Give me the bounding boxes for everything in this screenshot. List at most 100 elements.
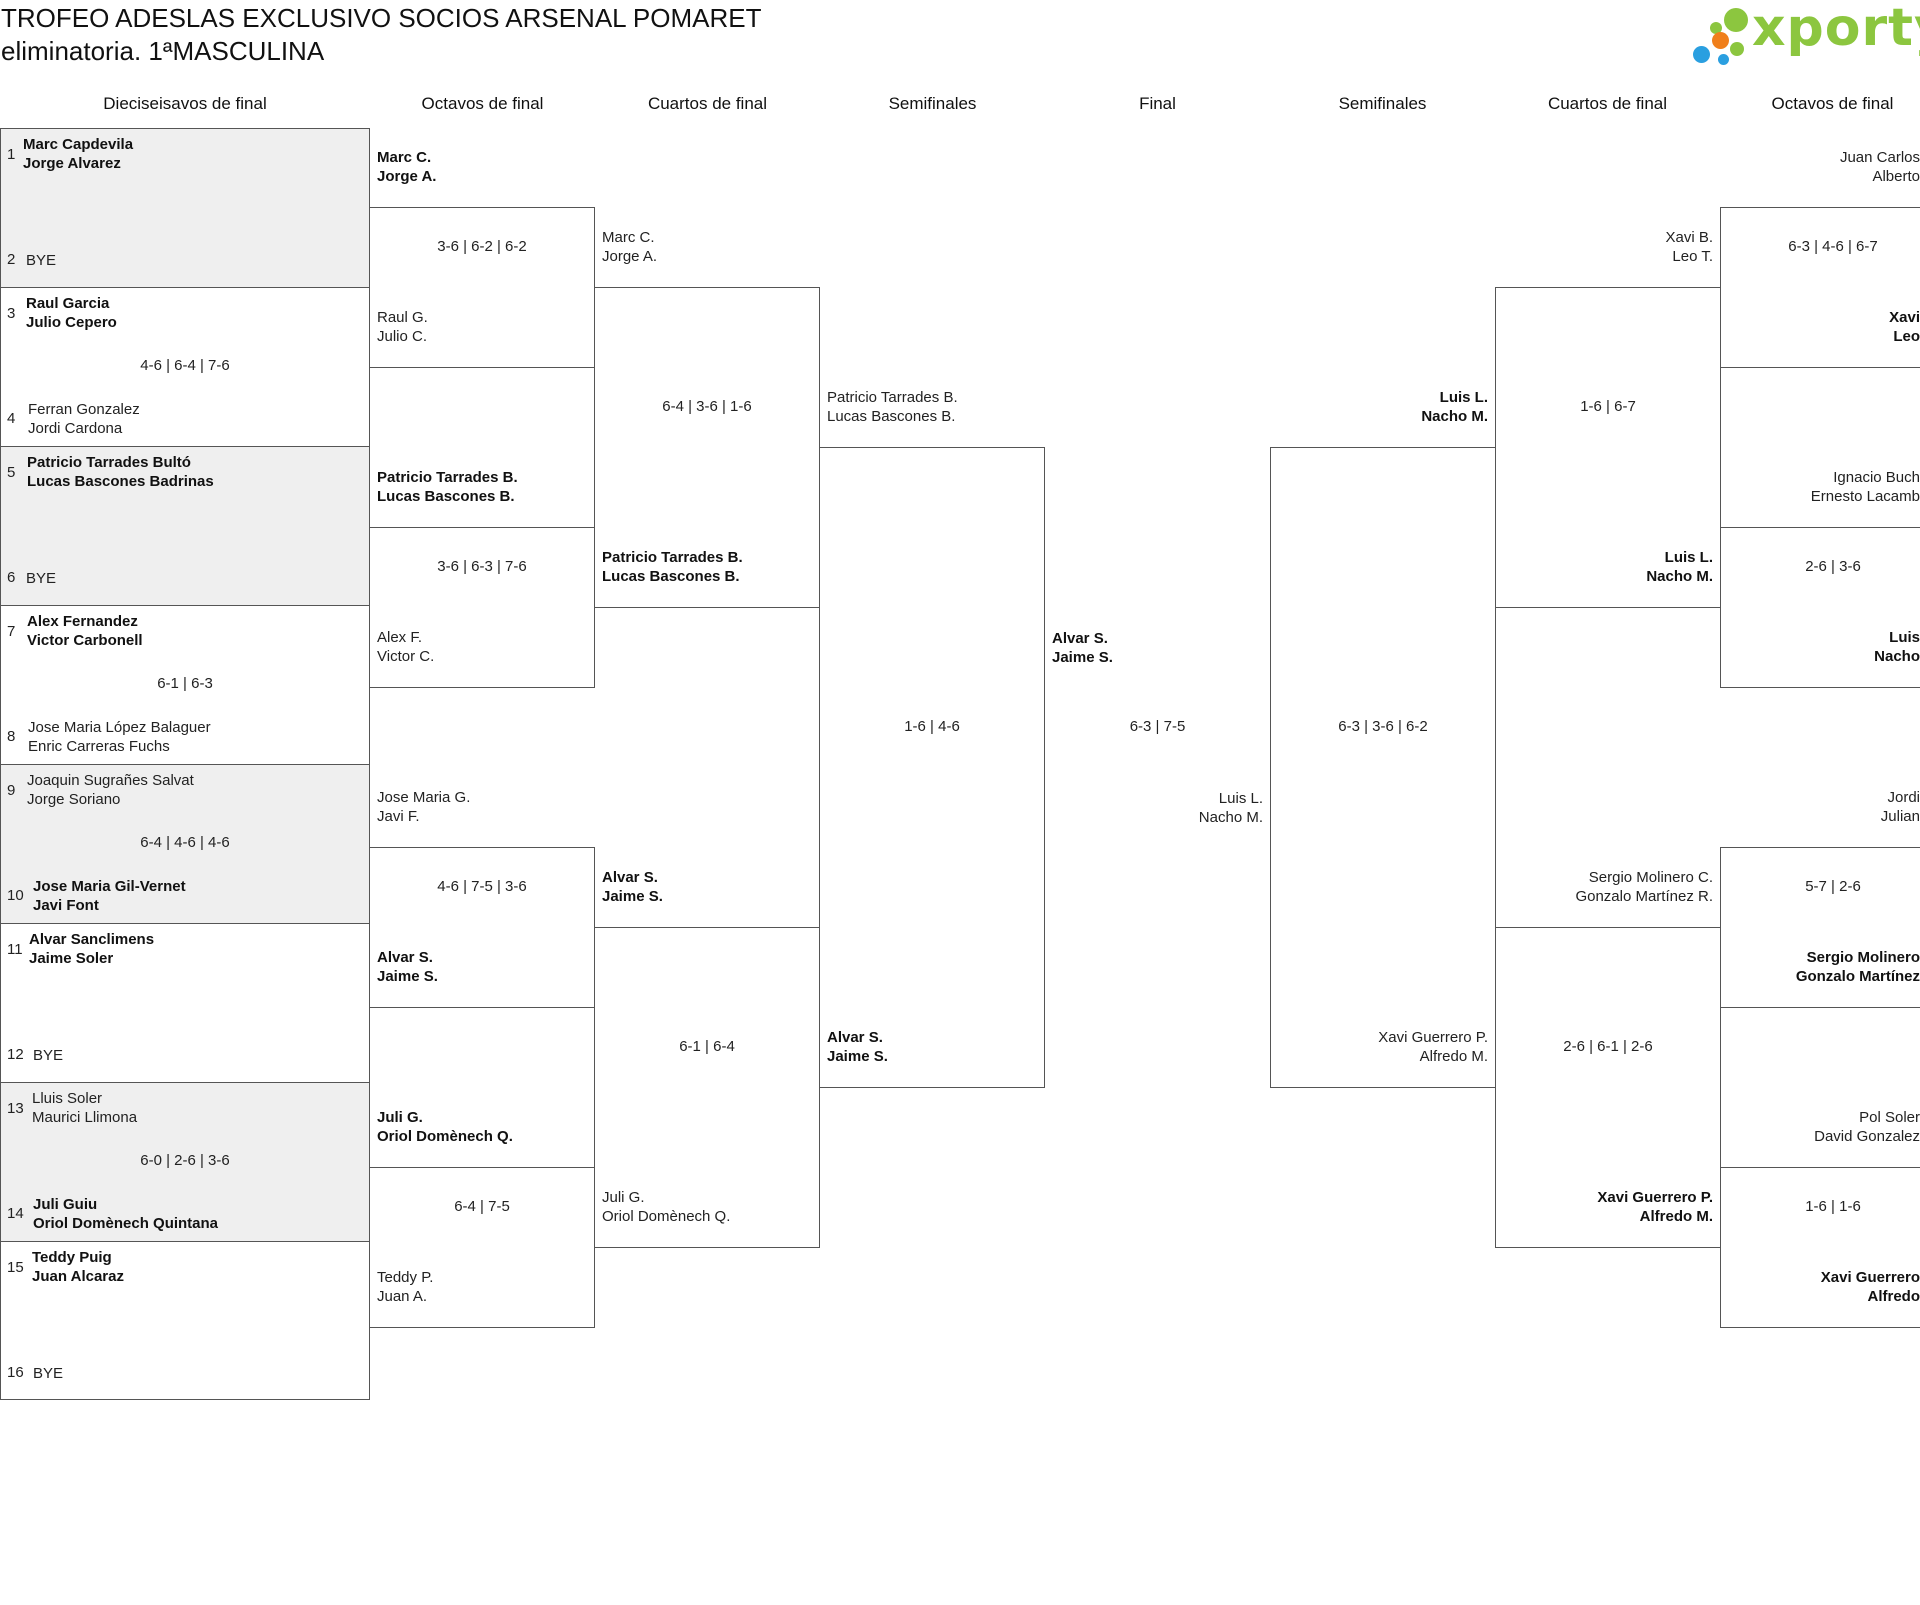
match-score: 6-4 | 3-6 | 1-6	[662, 398, 752, 415]
seed-number: 10	[7, 887, 24, 904]
finalist-right: Luis L.Nacho M.	[1198, 790, 1263, 826]
player-name: Alvar S.Jaime S.	[377, 949, 438, 985]
sf-match-left	[819, 447, 1045, 1088]
player-name: Xavi Guerrero P.Alfredo M.	[1597, 1189, 1713, 1225]
player-name: Patricio Tarrades B.Lucas Bascones B.	[827, 389, 958, 425]
finalist-left: Alvar S.Jaime S.	[1052, 630, 1113, 666]
player-name: Jose Maria G.Javi F.	[377, 789, 471, 825]
match-score: 3-6 | 6-3 | 7-6	[437, 558, 527, 575]
match-score: 4-6 | 6-4 | 7-6	[140, 357, 230, 374]
qf-match-right-1	[1495, 287, 1721, 608]
player-name: Xavi Guerrero P.Alfredo M.	[1378, 1029, 1488, 1065]
player-name: Patricio Tarrades B.Lucas Bascones B.	[602, 549, 743, 585]
seed-number: 8	[7, 728, 16, 745]
player-name: Marc C.Jorge A.	[377, 149, 437, 185]
match-score: 4-6 | 7-5 | 3-6	[437, 878, 527, 895]
seed-number: 12	[7, 1046, 24, 1063]
logo-text: xporty	[1752, 2, 1920, 58]
logo-dot-blue	[1693, 46, 1710, 63]
logo-dot-blue-small	[1718, 54, 1729, 65]
col-head-qf: Cuartos de final	[647, 94, 768, 113]
seed-number: 16	[7, 1364, 24, 1381]
title-line-2: eliminatoria. 1ªMASCULINA	[1, 36, 325, 66]
match-score: 6-3 | 3-6 | 6-2	[1338, 718, 1428, 735]
logo-dot-green-2	[1730, 42, 1744, 56]
r16-right-match-1	[1720, 207, 1920, 368]
logo-dot-green-small	[1710, 22, 1722, 34]
player-name: Juli G.Oriol Domènech Q.	[377, 1109, 513, 1145]
bye-label: BYE	[33, 1047, 64, 1064]
match-score: 6-0 | 2-6 | 3-6	[140, 1152, 230, 1169]
player-name: Sergio Molinero C.Gonzalo Martínez R.	[1575, 869, 1713, 905]
final-score: 6-3 | 7-5	[1129, 718, 1186, 735]
match-score: 6-4 | 7-5	[454, 1198, 510, 1215]
bye-label: BYE	[26, 570, 57, 587]
logo-dot-green	[1724, 8, 1748, 32]
seed-number: 2	[7, 251, 16, 268]
bye-label: BYE	[26, 252, 57, 269]
seed-number: 11	[7, 941, 23, 958]
qf-match-right-2	[1495, 927, 1721, 1248]
match-score: 6-3 | 4-6 | 6-7	[1788, 238, 1878, 255]
bye-label: BYE	[33, 1365, 64, 1382]
logo-dot-orange	[1712, 32, 1729, 49]
sf-match-right	[1270, 447, 1496, 1088]
col-head-r16-right: Octavos de final	[1771, 94, 1894, 113]
match-score: 1-6 | 6-7	[1580, 398, 1636, 415]
match-score: 5-7 | 2-6	[1805, 878, 1861, 895]
player-name: Alvar S.Jaime S.	[602, 869, 663, 905]
col-head-r32: Dieciseisavos de final	[103, 94, 267, 113]
seed-number: 15	[7, 1259, 24, 1276]
col-head-final: Final	[1139, 94, 1176, 113]
r16-right-match-3	[1720, 847, 1920, 1008]
match-score: 2-6 | 6-1 | 2-6	[1563, 1038, 1653, 1055]
match-score: 6-1 | 6-3	[157, 675, 213, 692]
player-name: Teddy P.Juan A.	[377, 1269, 434, 1305]
player-name: Alvar S.Jaime S.	[827, 1029, 888, 1065]
col-head-qf-right: Cuartos de final	[1547, 94, 1668, 113]
match-score: 6-4 | 4-6 | 4-6	[140, 834, 230, 851]
match-score: 2-6 | 3-6	[1805, 558, 1861, 575]
r32-match-5	[0, 764, 370, 924]
player-name: Marc C.Jorge A.	[602, 229, 658, 265]
match-score: 1-6 | 1-6	[1805, 1198, 1861, 1215]
seed-number: 3	[7, 305, 16, 322]
seed-number: 5	[7, 464, 16, 481]
player-name: Juli G.Oriol Domènech Q.	[602, 1189, 731, 1225]
r16-right-match-2	[1720, 527, 1920, 688]
player-name: Alex F.Victor C.	[377, 629, 435, 665]
seed-number: 13	[7, 1100, 24, 1117]
seed-number: 1	[7, 146, 16, 163]
title-line-1: TROFEO ADESLAS EXCLUSIVO SOCIOS ARSENAL …	[1, 3, 762, 33]
seed-number: 9	[7, 782, 16, 799]
match-score: 1-6 | 4-6	[904, 718, 960, 735]
player-name: Patricio Tarrades B.Lucas Bascones B.	[377, 469, 518, 505]
player-name: Raul G.Julio C.	[377, 309, 428, 345]
seed-number: 6	[7, 569, 16, 586]
player-name: Luis L.Nacho M.	[1646, 549, 1713, 585]
r32-match-7	[0, 1082, 370, 1242]
seed-number: 14	[7, 1205, 24, 1222]
r16-right-match-4	[1720, 1167, 1920, 1328]
match-score: 3-6 | 6-2 | 6-2	[437, 238, 527, 255]
col-head-r16: Octavos de final	[421, 94, 544, 113]
player-name: Xavi B.Leo T.	[1665, 229, 1713, 265]
